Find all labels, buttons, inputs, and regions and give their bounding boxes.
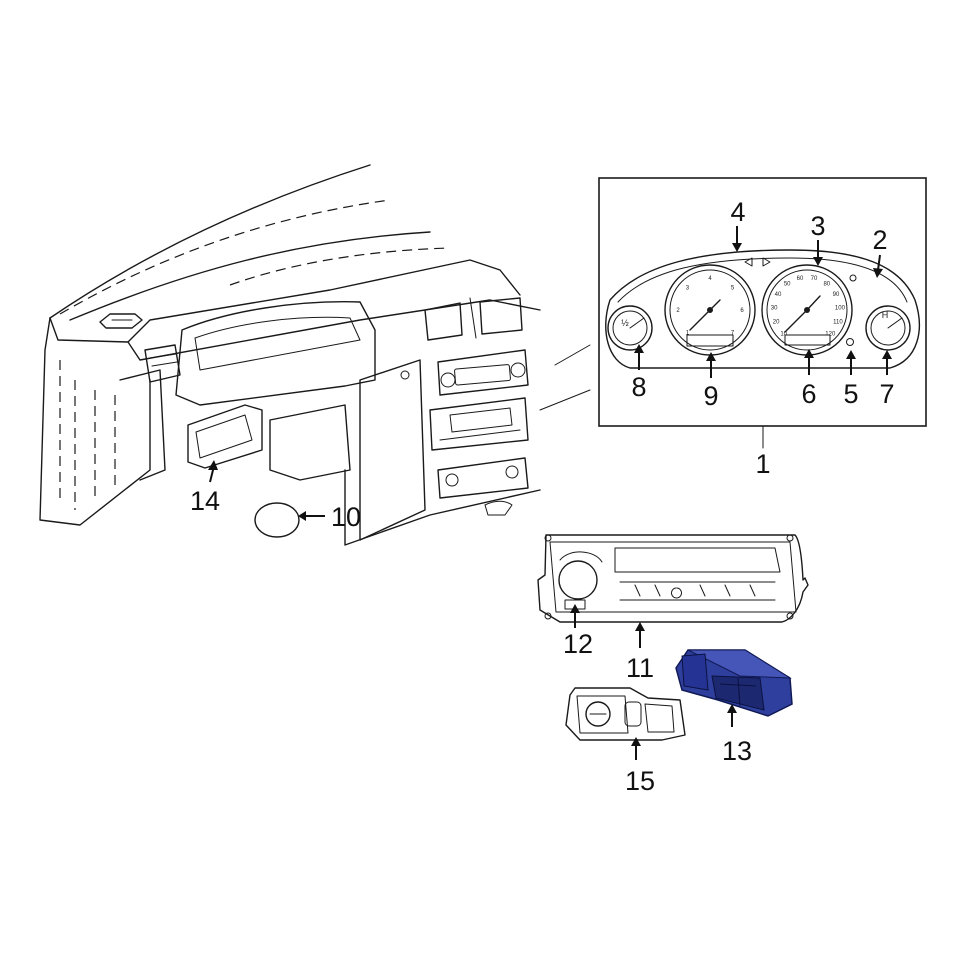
callout-label-11: 11	[626, 653, 654, 683]
tachometer-tick-7: 7	[731, 331, 735, 337]
tachometer: 1 2 3 4 5 6 7	[664, 264, 756, 356]
callout-label-14: 14	[190, 486, 220, 516]
tachometer-tick-4: 4	[708, 276, 712, 282]
callout-label-15: 15	[625, 766, 655, 796]
callout-label-5: 5	[843, 379, 858, 409]
speedometer-tick-100: 100	[835, 306, 846, 312]
callout-label-2: 2	[872, 225, 887, 255]
part-10-seal	[254, 502, 300, 538]
callout-2: 2	[872, 225, 888, 278]
callout-4: 4	[730, 197, 746, 252]
callout-10: 10	[254, 502, 361, 538]
callout-label-8: 8	[631, 372, 646, 402]
callout-label-3: 3	[810, 211, 825, 241]
hvac-control-panel	[537, 534, 809, 623]
tachometer-ticks: 1 2 3 4 5 6 7	[676, 276, 744, 337]
speedometer-tick-60: 60	[797, 276, 804, 282]
callout-11: 11	[626, 622, 654, 683]
callout-14: 14	[190, 460, 220, 516]
speedometer-tick-50: 50	[784, 282, 791, 288]
speedometer-tick-80: 80	[823, 282, 830, 288]
speedometer-tick-30: 30	[771, 306, 778, 312]
tachometer-tick-5: 5	[731, 285, 735, 291]
callout-label-9: 9	[703, 381, 718, 411]
speedometer-tick-70: 70	[811, 276, 818, 282]
callout-5: 5	[843, 350, 859, 409]
tachometer-tick-1: 1	[686, 331, 690, 337]
temperature-gauge: H	[865, 305, 911, 351]
callout-label-4: 4	[730, 197, 745, 227]
speedometer-tick-10: 10	[780, 331, 787, 337]
callout-label-6: 6	[801, 379, 816, 409]
temp-gauge-label: H	[882, 310, 889, 320]
callout-13: 13	[722, 704, 752, 766]
callout-label-12: 12	[563, 629, 593, 659]
callout-9: 9	[703, 352, 719, 411]
speedometer-tick-40: 40	[775, 292, 782, 298]
speedometer-tick-20: 20	[773, 320, 780, 326]
highlighted-part-13	[675, 649, 793, 717]
tachometer-tick-3: 3	[686, 285, 690, 291]
speedometer-tick-110: 110	[833, 320, 843, 326]
callout-3: 3	[810, 211, 826, 266]
tachometer-tick-2: 2	[676, 308, 680, 314]
callout-8: 8	[631, 344, 647, 402]
callout-label-7: 7	[879, 379, 894, 409]
callout-label-10: 10	[331, 502, 361, 532]
speedometer-tick-90: 90	[833, 292, 840, 298]
callout-7: 7	[879, 350, 895, 409]
dashboard-assembly	[39, 164, 591, 546]
fuel-gauge: ½	[607, 305, 653, 351]
tachometer-tick-6: 6	[740, 308, 744, 314]
headlamp-switch-part	[565, 687, 686, 741]
fuel-gauge-label: ½	[621, 318, 629, 328]
callout-1: 1	[755, 425, 771, 479]
speedometer-tick-120: 120	[825, 331, 836, 337]
callout-6: 6	[801, 349, 817, 409]
callout-label-13: 13	[722, 736, 752, 766]
callout-15: 15	[625, 737, 655, 796]
callout-12: 12	[563, 604, 593, 659]
callout-label-1: 1	[755, 449, 770, 479]
